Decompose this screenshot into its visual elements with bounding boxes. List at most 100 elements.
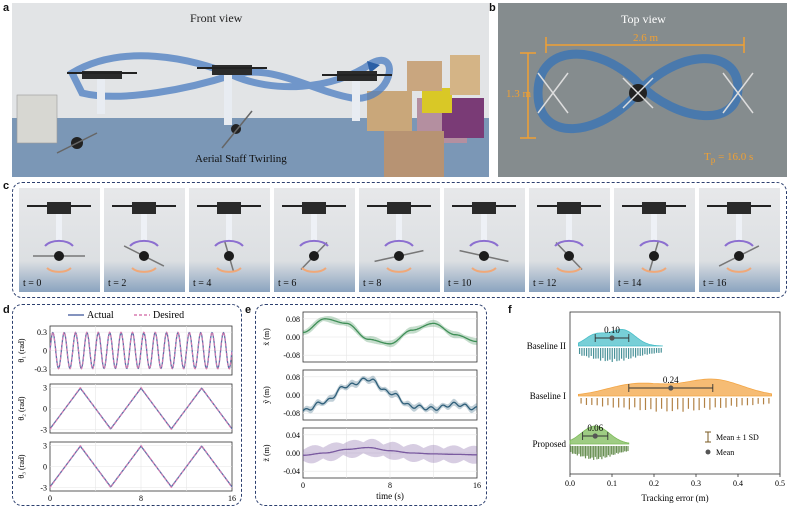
legend-desired: Desired [153, 310, 184, 321]
panel-label-c: c [3, 180, 10, 192]
snapshot-scene [537, 202, 601, 273]
legend-d: Actual Desired [68, 310, 184, 321]
frame-time-label: t = 10 [448, 278, 472, 289]
y-axis-label: θ₁ (rad) [17, 338, 26, 363]
panel-label-b: b [489, 2, 496, 14]
y-tick-label: 0.00 [286, 449, 300, 458]
y-tick-label: 0.08 [286, 315, 300, 324]
violin-baseline-i: 0.24 [578, 375, 772, 412]
y-axis-label: z̃ (m) [262, 444, 271, 461]
front-view-caption: Aerial Staff Twirling [195, 153, 287, 165]
drone-left [67, 71, 137, 114]
y-tick-label: -3 [40, 484, 47, 493]
top-view-photo: Top view 2.6 m 1.3 m Tp = 16.0 s [498, 3, 787, 177]
snapshot-scene [367, 202, 431, 273]
snapshot-scene [707, 202, 771, 273]
mean-marker [592, 433, 598, 439]
mean-value-label: 0.06 [587, 423, 603, 433]
width-label: 2.6 m [633, 32, 659, 44]
x-axis-label: time (s) [376, 491, 404, 501]
y-tick-label: 0.04 [286, 431, 300, 440]
x-axis-label: time (s) [127, 504, 155, 506]
box-stack [367, 55, 484, 177]
frame-time-label: t = 4 [193, 278, 212, 289]
series-desired [49, 386, 233, 430]
panel-label-f: f [508, 304, 512, 316]
frame-time-label: t = 14 [618, 278, 642, 289]
snapshot-frame: t = 10 [444, 188, 525, 292]
legend-sd: Mean ± 1 SD [716, 433, 759, 442]
front-view-scene [12, 3, 489, 177]
drone-center [197, 65, 267, 149]
series-desired [49, 331, 233, 370]
snapshot-frame: t = 0 [19, 188, 100, 292]
y-tick-label: 0.00 [286, 333, 300, 342]
legend-actual: Actual [87, 310, 114, 321]
height-label: 1.3 m [506, 88, 532, 100]
y-tick-label: -0.08 [283, 351, 300, 360]
frame-time-label: t = 0 [23, 278, 42, 289]
violin-baseline-ii: 0.10 [578, 325, 663, 362]
y-tick-label: 0.00 [286, 391, 300, 400]
x-tick-label: 0.4 [733, 479, 743, 488]
panel-c-frame [12, 182, 787, 298]
y-tick-label: 0 [43, 463, 47, 472]
violin-proposed: 0.06 [569, 423, 630, 460]
snapshot-frame: t = 4 [189, 188, 270, 292]
y-axis-label: θ₂ (rad) [17, 396, 26, 421]
panel-d-frame [12, 304, 242, 506]
y-tick-label: 0.3 [37, 328, 47, 337]
y-axis-label: θ₃ (rad) [17, 454, 26, 479]
method-label: Baseline II [527, 341, 566, 351]
snapshot-scene [27, 202, 91, 273]
x-tick-label: 0.3 [691, 479, 701, 488]
method-label: Baseline I [530, 391, 566, 401]
top-view-title: Top view [621, 12, 666, 26]
panel-label-d: d [3, 304, 10, 316]
y-axis-label: ỹ (m) [262, 386, 271, 404]
mean-marker [668, 385, 674, 391]
x-tick-label: 0.1 [607, 479, 617, 488]
y-tick-label: 3 [43, 384, 47, 393]
mean-error-line [302, 318, 477, 345]
front-view-photo: Front view Aerial Staff Twirling [12, 3, 489, 177]
drone-right [322, 71, 392, 121]
x-tick-label: 16 [228, 494, 236, 503]
method-label: Proposed [533, 439, 567, 449]
y-tick-label: 0 [43, 405, 47, 414]
y-tick-label: 3 [43, 442, 47, 451]
series-desired [49, 444, 233, 488]
legend-f: Mean ± 1 SD Mean [705, 431, 759, 457]
mean-error-line [303, 446, 477, 456]
frame-time-label: t = 12 [533, 278, 557, 289]
snapshot-scene [452, 202, 516, 273]
snapshot-frame: t = 16 [699, 188, 780, 292]
x-tick-label: 0.5 [775, 479, 785, 488]
panel-label-e: e [245, 304, 252, 316]
x-tick-label: 0 [301, 481, 305, 490]
legend-mean: Mean [716, 448, 734, 457]
frame-time-label: t = 6 [278, 278, 297, 289]
mean-value-label: 0.10 [604, 325, 620, 335]
front-view-title: Front view [190, 11, 243, 25]
period-label: Tp = 16.0 s [704, 151, 754, 166]
top-view-scene [498, 3, 787, 177]
y-tick-label: -0.04 [283, 467, 300, 476]
x-tick-label: 0 [48, 494, 52, 503]
frame-time-label: t = 8 [363, 278, 382, 289]
y-tick-label: -0.3 [34, 365, 47, 374]
x-tick-label: 8 [139, 494, 143, 503]
y-tick-label: 0 [43, 347, 47, 356]
y-tick-label: 0.08 [286, 373, 300, 382]
y-tick-label: -0.08 [283, 409, 300, 418]
snapshot-frame: t = 12 [529, 188, 610, 292]
x-tick-label: 16 [473, 481, 481, 490]
mean-marker [609, 335, 615, 341]
x-tick-label: 0.2 [649, 479, 659, 488]
snapshot-frame: t = 6 [274, 188, 355, 292]
x-tick-label: 0.0 [565, 479, 575, 488]
mean-value-label: 0.24 [663, 375, 679, 385]
